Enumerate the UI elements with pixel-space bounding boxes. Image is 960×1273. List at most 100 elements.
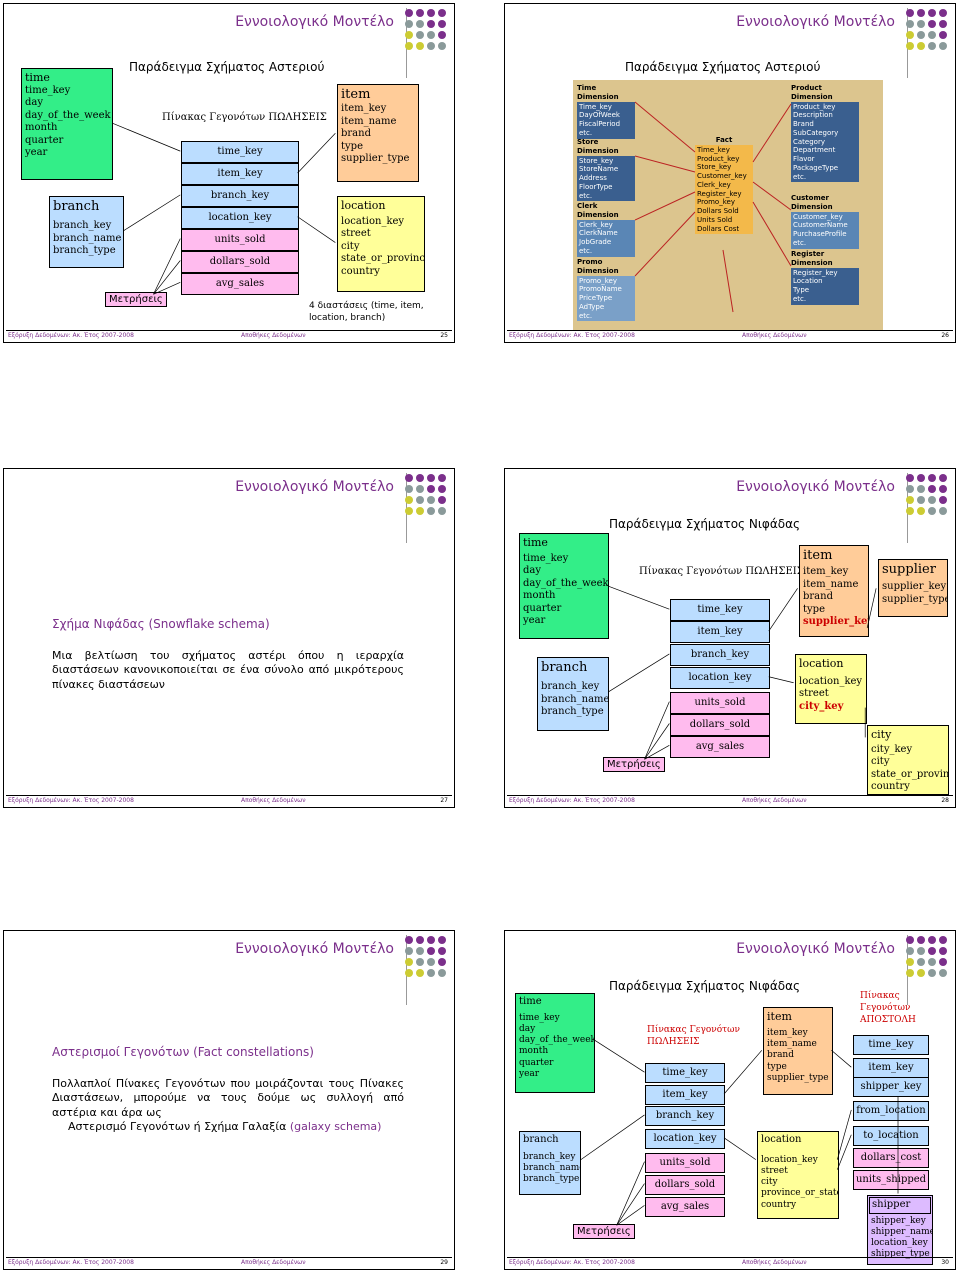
dim-name: Register Dimension: [791, 250, 833, 267]
attr: city_key: [871, 743, 913, 755]
slide-26: Εννοιολογικό Μοντέλο Παράδειγμα Σχήματος…: [504, 3, 956, 343]
decorative-dot: [416, 958, 424, 966]
fact1-title-2: ΠΩΛΗΣΕΙΣ: [647, 1037, 700, 1047]
decorative-dot: [939, 496, 947, 504]
attr: Clerk_key: [579, 220, 613, 229]
attr: etc.: [579, 246, 593, 255]
footer-topic: Αποθήκες Δεδομένων: [742, 1259, 807, 1266]
table-name: city: [871, 728, 892, 741]
fact1-item_key: item_key: [645, 1085, 725, 1105]
table-name: shipper: [869, 1197, 931, 1214]
table-name: branch: [53, 199, 100, 214]
attr: etc.: [579, 128, 593, 137]
attr: shipper_name: [871, 1226, 933, 1237]
decorative-dots: [906, 936, 950, 980]
attr: state_or_province: [341, 253, 425, 265]
attr: item_key: [767, 1027, 808, 1038]
decorative-dot: [405, 485, 413, 493]
footer-topic: Αποθήκες Δεδομένων: [742, 797, 807, 804]
attr: Category: [793, 137, 825, 146]
decorative-dot: [906, 31, 914, 39]
attr: time_key: [25, 84, 71, 96]
slide-footer: Εξόρυξη Δεδομένων: Ακ. Έτος 2007-2008 Απ…: [6, 1257, 452, 1267]
attr: location_key: [871, 1238, 928, 1248]
slide-27: Εννοιολογικό Μοντέλο Σχήμα Νιφάδας (Snow…: [3, 468, 455, 808]
attr: Brand: [793, 120, 814, 128]
attr: year: [519, 1068, 540, 1079]
decorative-dot: [928, 42, 936, 50]
diagram-subtitle: Παράδειγμα Σχήματος Αστεριού: [129, 60, 325, 74]
decorative-dot: [438, 507, 446, 515]
decorative-dot: [427, 507, 435, 515]
footer-course: Εξόρυξη Δεδομένων: Ακ. Έτος 2007-2008: [8, 332, 134, 339]
footer-course: Εξόρυξη Δεδομένων: Ακ. Έτος 2007-2008: [509, 797, 635, 804]
attr: brand: [803, 591, 833, 603]
attr: ClerkName: [579, 229, 618, 238]
fact1-units_sold: units_sold: [645, 1153, 725, 1173]
register-dimension: Register Dimension Register_key Location…: [791, 250, 859, 305]
attr: shipper_type: [871, 1249, 930, 1260]
attr: brand: [767, 1050, 794, 1061]
footer-topic: Αποθήκες Δεδομένων: [241, 332, 306, 339]
fact2-title-3: ΑΠΟΣΤΟΛΗ: [860, 1015, 916, 1025]
attr: city: [871, 756, 890, 768]
decorative-dot: [416, 496, 424, 504]
decorative-dot: [405, 936, 413, 944]
attr: city: [341, 240, 360, 252]
decorative-dot: [917, 969, 925, 977]
decorative-dot: [928, 969, 936, 977]
attr: supplier_type: [341, 153, 410, 165]
attr: Time_key: [697, 145, 730, 154]
fact-avg_sales: avg_sales: [670, 736, 770, 758]
decorative-dot: [427, 958, 435, 966]
decorative-dot: [416, 42, 424, 50]
attr: shipper_key: [871, 1215, 926, 1226]
branch-table: branch branch_key branch_name branch_typ…: [49, 196, 124, 268]
dim-name: Customer Dimension: [791, 194, 833, 211]
attr: Address: [579, 174, 607, 182]
attr: Dollars Sold: [697, 207, 739, 215]
attr: Department: [793, 146, 836, 155]
attr: branch_type: [541, 706, 604, 718]
decorative-dots: [405, 936, 449, 980]
attr: quarter: [523, 602, 562, 614]
decorative-dot: [928, 947, 936, 955]
table-name: item: [767, 1010, 792, 1023]
fact1-location_key: location_key: [645, 1129, 725, 1149]
attr: month: [523, 590, 556, 602]
attr: Time_key: [579, 102, 612, 111]
slide-30: Εννοιολογικό Μοντέλο Παράδειγμα Σχήματος…: [504, 930, 956, 1270]
fact-item_key: item_key: [181, 163, 299, 185]
dim-name: Store Dimension: [577, 138, 619, 155]
table-name: time: [25, 71, 50, 84]
decorative-dot: [906, 507, 914, 515]
footer-topic: Αποθήκες Δεδομένων: [241, 797, 306, 804]
decorative-dot: [906, 485, 914, 493]
dim-name: Promo Dimension: [577, 258, 619, 275]
table-name: branch: [523, 1134, 559, 1145]
attr: brand: [341, 128, 371, 140]
fact-table-title: Πίνακας Γεγονότων ΠΩΛΗΣΕΙΣ: [639, 566, 804, 577]
fact2-from_location: from_location: [853, 1101, 929, 1121]
decorative-dot: [939, 31, 947, 39]
decorative-dot: [906, 42, 914, 50]
decorative-dots: [906, 9, 950, 53]
decorative-dot: [906, 936, 914, 944]
decorative-dot: [906, 958, 914, 966]
fact2-dollars_cost: dollars_cost: [853, 1148, 929, 1168]
attr: street: [761, 1165, 788, 1176]
page-number: 26: [941, 332, 949, 339]
fact1-dollars_sold: dollars_sold: [645, 1175, 725, 1195]
erd-image: Time Dimension Time_key DayOfWeek Fiscal…: [573, 80, 883, 330]
fact-item_key: item_key: [670, 621, 770, 643]
decorative-dot: [939, 507, 947, 515]
fact-units_sold: units_sold: [670, 692, 770, 714]
attr: branch_type: [53, 245, 116, 257]
attr: Register_key: [697, 189, 742, 198]
slide-footer: Εξόρυξη Δεδομένων: Ακ. Έτος 2007-2008 Απ…: [507, 330, 953, 340]
attr: day_of_the_week: [25, 109, 111, 121]
decorative-dot: [405, 9, 413, 17]
slide-title: Εννοιολογικό Μοντέλο: [736, 941, 895, 957]
decorative-dot: [438, 31, 446, 39]
note-line-1: 4 διαστάσεις (time, item,: [309, 301, 424, 311]
